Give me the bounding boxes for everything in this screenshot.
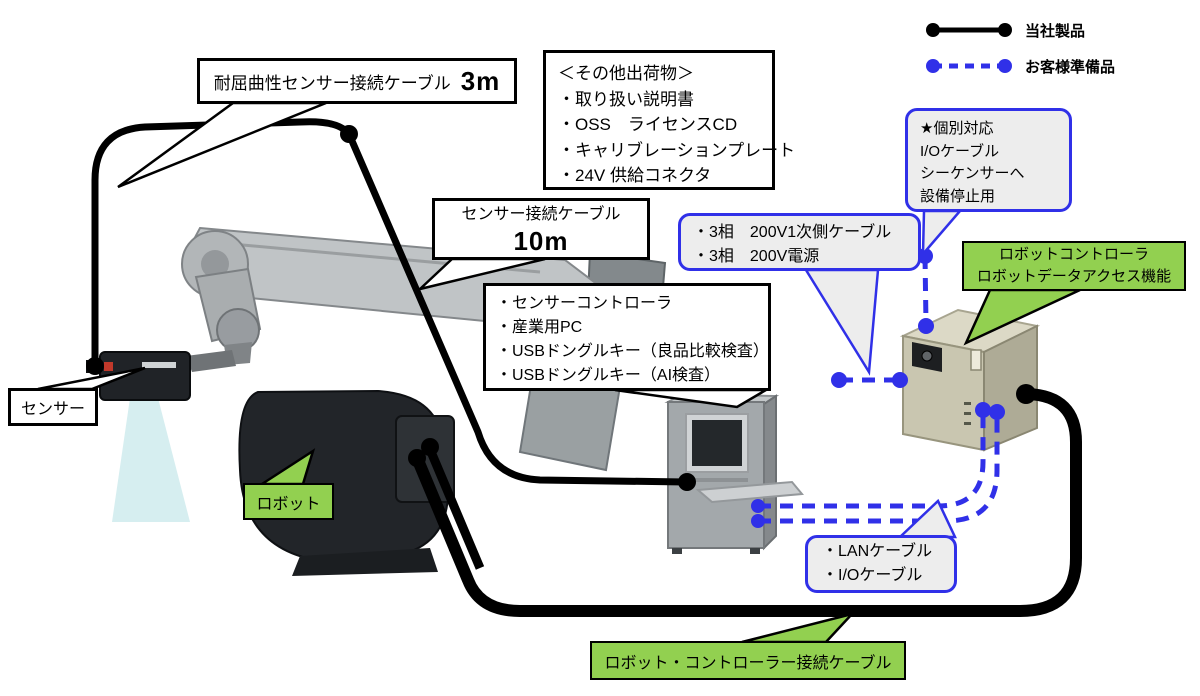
legend-label-our-product: 当社製品 bbox=[1025, 22, 1086, 40]
individual-line: ★個別対応 bbox=[920, 120, 994, 137]
legend-label-customer-prepared: お客様準備品 bbox=[1025, 58, 1116, 76]
callout-sensor: センサー bbox=[8, 388, 98, 426]
callout-lan: ・LANケーブル ・I/Oケーブル bbox=[805, 535, 957, 593]
dashed-line-icon bbox=[926, 59, 1012, 73]
legend-item-customer-prepared: お客様準備品 bbox=[925, 48, 1115, 84]
robot-illustration bbox=[181, 226, 667, 576]
shipment-title: ＜その他出荷物＞ bbox=[558, 64, 694, 83]
sensor-projection-cone bbox=[112, 398, 190, 522]
callout-sensor-cable: センサー接続ケーブル 10m bbox=[432, 198, 650, 260]
pointer-power bbox=[803, 268, 880, 376]
robot-controller-illustration bbox=[899, 308, 1041, 452]
sensor-indicator bbox=[104, 362, 113, 371]
legend-item-our-product: 当社製品 bbox=[925, 12, 1115, 48]
cable-robot-controller bbox=[411, 388, 1082, 617]
callout-individual-support: ★個別対応 I/Oケーブル シーケンサーへ 設備停止用 bbox=[905, 108, 1072, 212]
lan-line: ・I/Oケーブル bbox=[822, 567, 923, 584]
sensor-illustration bbox=[86, 350, 236, 522]
controller-content-line: ・USBドングルキー（良品比較検査） bbox=[496, 343, 769, 360]
power-line: ・3相 200V電源 bbox=[693, 248, 820, 265]
sensor-cable-label: センサー接続ケーブル bbox=[461, 205, 621, 223]
robot-controller-line: ロボットコントローラ bbox=[998, 245, 1149, 263]
callout-flex-sensor-cable: 耐屈曲性センサー接続ケーブル 3m bbox=[197, 58, 517, 104]
keyboard-tray bbox=[695, 480, 804, 504]
controller-door-handle bbox=[970, 349, 982, 371]
robot-controller-cable-label: ロボット・コントローラー接続ケーブル bbox=[604, 654, 892, 672]
cable-200v-power bbox=[831, 372, 908, 388]
cable-sensor-10m bbox=[345, 132, 687, 486]
callout-robot-controller-cable: ロボット・コントローラー接続ケーブル bbox=[590, 641, 906, 680]
flex-cable-length: 3m bbox=[460, 65, 501, 96]
callout-pointers bbox=[37, 101, 1081, 644]
controller-content-line: ・USBドングルキー（AI検査） bbox=[496, 367, 721, 384]
lan-line: ・LANケーブル bbox=[822, 543, 933, 560]
shipment-item: ・取り扱い説明書 bbox=[558, 89, 694, 109]
callout-robot: ロボット bbox=[243, 483, 334, 520]
power-line: ・3相 200V1次側ケーブル bbox=[693, 224, 892, 241]
individual-line: I/Oケーブル bbox=[920, 142, 1000, 160]
cable-io-sequencer bbox=[917, 248, 934, 334]
controller-content-line: ・産業用PC bbox=[496, 319, 583, 336]
sensor-label: センサー bbox=[20, 401, 85, 418]
flex-cable-label: 耐屈曲性センサー接続ケーブル bbox=[213, 73, 451, 93]
pointer-robot-controller-cable bbox=[741, 611, 856, 644]
individual-line: 設備停止用 bbox=[920, 187, 996, 205]
controller-content-line: ・センサーコントローラ bbox=[496, 295, 673, 312]
cable-flex-sensor-3m bbox=[91, 118, 351, 366]
pointer-individual bbox=[921, 209, 963, 258]
controller-screen bbox=[692, 420, 742, 466]
solid-line-icon bbox=[926, 23, 1012, 37]
callout-other-shipment: ＜その他出荷物＞ ・取り扱い説明書 ・OSS ライセンスCD ・キャリブレーショ… bbox=[543, 50, 796, 190]
pointer-flex-cable bbox=[117, 101, 327, 189]
sensor-cable-length: 10m bbox=[513, 225, 569, 256]
robot-label: ロボット bbox=[256, 495, 321, 513]
robot-controller-line: ロボットデータアクセス機能 bbox=[976, 268, 1172, 285]
callout-robot-controller: ロボットコントローラ ロボットデータアクセス機能 bbox=[962, 241, 1186, 291]
shipment-item: ・OSS ライセンスCD bbox=[558, 115, 738, 134]
callout-controller-contents: ・センサーコントローラ ・産業用PC ・USBドングルキー（良品比較検査） ・U… bbox=[483, 283, 771, 391]
callout-power: ・3相 200V1次側ケーブル ・3相 200V電源 bbox=[678, 213, 921, 271]
black-cable-endpoints bbox=[86, 125, 1036, 491]
legend: 当社製品 お客様準備品 bbox=[925, 12, 1115, 84]
individual-line: シーケンサーへ bbox=[920, 165, 1025, 182]
shipment-item: ・キャリブレーションプレート bbox=[558, 140, 796, 160]
shipment-item: ・24V 供給コネクタ bbox=[558, 166, 712, 185]
